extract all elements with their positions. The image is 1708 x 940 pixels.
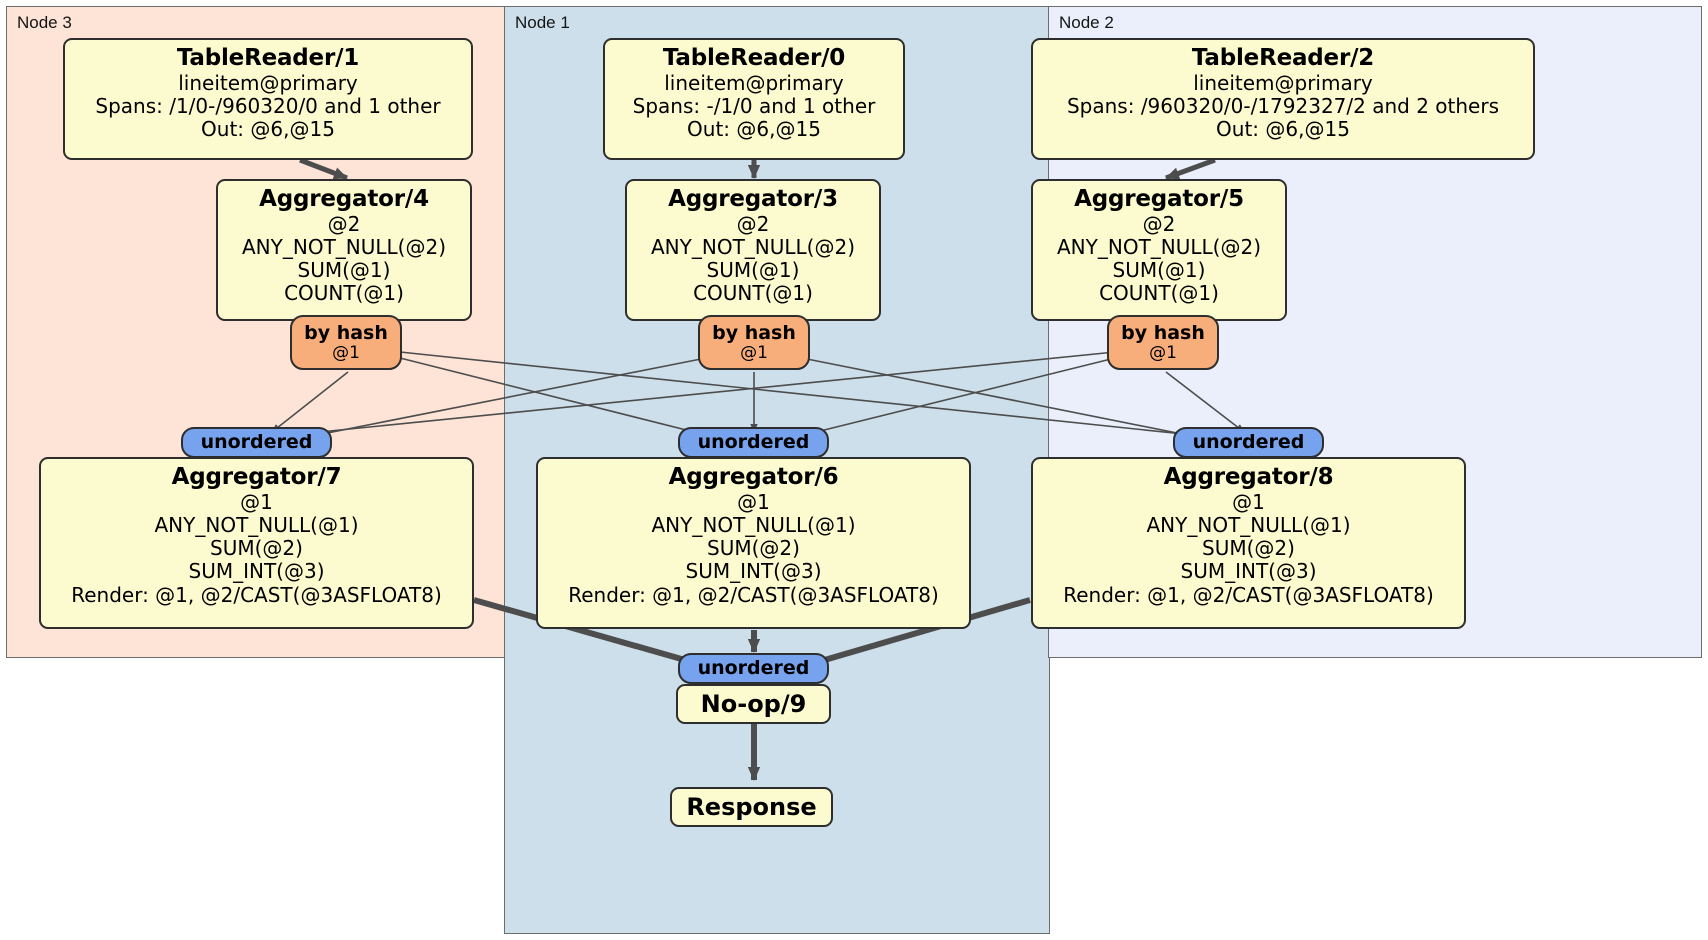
processor-aggregator-4-line-2: SUM(@1)	[297, 258, 391, 283]
router-by-hash-aggregator-4-title: by hash	[304, 322, 388, 345]
processor-aggregator-8-line-0: @1	[1232, 489, 1265, 514]
processor-aggregator-4[interactable]: Aggregator/4 @2 ANY_NOT_NULL(@2) SUM(@1)…	[216, 179, 472, 321]
node-region-node3-label: Node 3	[17, 13, 72, 32]
synchronizer-unordered-aggregator-8-title: unordered	[1192, 431, 1305, 454]
router-by-hash-aggregator-4[interactable]: by hash @1	[290, 315, 402, 370]
synchronizer-unordered-aggregator-7[interactable]: unordered	[181, 427, 332, 458]
processor-aggregator-6-line-0: @1	[737, 489, 770, 514]
processor-tablereader-1-line-1: Spans: /1/0-/960320/0 and 1 other	[95, 93, 441, 118]
processor-aggregator-5-line-2: SUM(@1)	[1112, 258, 1206, 283]
processor-tablereader-1-title: TableReader/1	[176, 45, 360, 71]
processor-aggregator-8-line-1: ANY_NOT_NULL(@1)	[1146, 512, 1351, 537]
router-by-hash-aggregator-3[interactable]: by hash @1	[698, 315, 810, 370]
node-region-node2-label: Node 2	[1059, 13, 1114, 32]
processor-tablereader-1-line-0: lineitem@primary	[178, 70, 358, 95]
processor-aggregator-7-line-0: @1	[240, 489, 273, 514]
processor-aggregator-4-line-0: @2	[327, 211, 361, 236]
router-by-hash-aggregator-5-title: by hash	[1121, 322, 1205, 345]
processor-aggregator-7-line-3: SUM_INT(@3)	[188, 559, 325, 584]
synchronizer-unordered-aggregator-7-title: unordered	[200, 431, 313, 454]
router-by-hash-aggregator-3-title: by hash	[712, 322, 796, 345]
processor-aggregator-3[interactable]: Aggregator/3 @2 ANY_NOT_NULL(@2) SUM(@1)…	[625, 179, 881, 321]
processor-aggregator-7-line-1: ANY_NOT_NULL(@1)	[154, 512, 359, 537]
processor-aggregator-8-line-4: Render: @1, @2/CAST(@3ASFLOAT8)	[1063, 582, 1434, 607]
processor-tablereader-0-line-2: Out: @6,@15	[687, 117, 821, 142]
processor-aggregator-5-line-1: ANY_NOT_NULL(@2)	[1057, 234, 1261, 259]
processor-aggregator-3-line-1: ANY_NOT_NULL(@2)	[651, 234, 855, 259]
processor-aggregator-3-line-0: @2	[736, 211, 770, 236]
processor-aggregator-8-title: Aggregator/8	[1163, 464, 1334, 490]
processor-aggregator-3-line-2: SUM(@1)	[706, 258, 800, 283]
synchronizer-unordered-aggregator-8[interactable]: unordered	[1173, 427, 1324, 458]
processor-aggregator-6-line-3: SUM_INT(@3)	[685, 559, 822, 584]
processor-aggregator-6-line-1: ANY_NOT_NULL(@1)	[651, 512, 856, 537]
router-by-hash-aggregator-4-sub: @1	[332, 342, 360, 363]
processor-tablereader-2-line-1: Spans: /960320/0-/1792327/2 and 2 others	[1066, 93, 1499, 118]
processor-tablereader-2-line-2: Out: @6,@15	[1216, 117, 1350, 142]
synchronizer-unordered-aggregator-6-title: unordered	[697, 431, 810, 454]
processor-aggregator-5-line-0: @2	[1142, 211, 1176, 236]
processor-tablereader-2-title: TableReader/2	[1191, 45, 1375, 71]
processor-aggregator-4-line-1: ANY_NOT_NULL(@2)	[242, 234, 446, 259]
router-by-hash-aggregator-5-sub: @1	[1149, 342, 1177, 363]
processor-aggregator-6-line-4: Render: @1, @2/CAST(@3ASFLOAT8)	[568, 582, 939, 607]
processor-aggregator-8[interactable]: Aggregator/8 @1 ANY_NOT_NULL(@1) SUM(@2)…	[1031, 457, 1466, 629]
router-by-hash-aggregator-5[interactable]: by hash @1	[1107, 315, 1219, 370]
processor-aggregator-7-title: Aggregator/7	[171, 464, 342, 490]
processor-aggregator-8-line-3: SUM_INT(@3)	[1180, 559, 1317, 584]
processor-tablereader-1-line-2: Out: @6,@15	[201, 117, 335, 142]
processor-tablereader-0-line-0: lineitem@primary	[664, 70, 844, 95]
processor-aggregator-4-line-3: COUNT(@1)	[284, 281, 404, 306]
processor-aggregator-5[interactable]: Aggregator/5 @2 ANY_NOT_NULL(@2) SUM(@1)…	[1031, 179, 1287, 321]
processor-aggregator-6[interactable]: Aggregator/6 @1 ANY_NOT_NULL(@1) SUM(@2)…	[536, 457, 971, 629]
processor-aggregator-4-title: Aggregator/4	[259, 186, 429, 212]
synchronizer-unordered-noop-9-title: unordered	[697, 657, 810, 680]
processor-aggregator-5-line-3: COUNT(@1)	[1099, 281, 1219, 306]
processor-aggregator-6-title: Aggregator/6	[668, 464, 839, 490]
processor-response[interactable]: Response	[670, 787, 833, 827]
processor-tablereader-0-line-1: Spans: -/1/0 and 1 other	[632, 93, 876, 118]
node-region-node1-label: Node 1	[515, 13, 570, 32]
processor-tablereader-0[interactable]: TableReader/0 lineitem@primary Spans: -/…	[603, 38, 905, 160]
processor-tablereader-0-title: TableReader/0	[662, 45, 846, 71]
processor-aggregator-5-title: Aggregator/5	[1074, 186, 1244, 212]
processor-response-title: Response	[686, 793, 817, 821]
processor-noop-9[interactable]: No-op/9	[676, 684, 831, 724]
synchronizer-unordered-aggregator-6[interactable]: unordered	[678, 427, 829, 458]
processor-aggregator-7-line-4: Render: @1, @2/CAST(@3ASFLOAT8)	[71, 582, 442, 607]
processor-tablereader-2[interactable]: TableReader/2 lineitem@primary Spans: /9…	[1031, 38, 1535, 160]
processor-noop-9-title: No-op/9	[700, 690, 807, 718]
processor-tablereader-1[interactable]: TableReader/1 lineitem@primary Spans: /1…	[63, 38, 473, 160]
processor-aggregator-8-line-2: SUM(@2)	[1202, 536, 1295, 561]
processor-aggregator-6-line-2: SUM(@2)	[707, 536, 800, 561]
processor-aggregator-7[interactable]: Aggregator/7 @1 ANY_NOT_NULL(@1) SUM(@2)…	[39, 457, 474, 629]
processor-tablereader-2-line-0: lineitem@primary	[1193, 70, 1373, 95]
router-by-hash-aggregator-3-sub: @1	[740, 342, 768, 363]
synchronizer-unordered-noop-9[interactable]: unordered	[678, 653, 829, 684]
processor-aggregator-3-title: Aggregator/3	[668, 186, 838, 212]
processor-aggregator-3-line-3: COUNT(@1)	[693, 281, 813, 306]
processor-aggregator-7-line-2: SUM(@2)	[210, 536, 303, 561]
